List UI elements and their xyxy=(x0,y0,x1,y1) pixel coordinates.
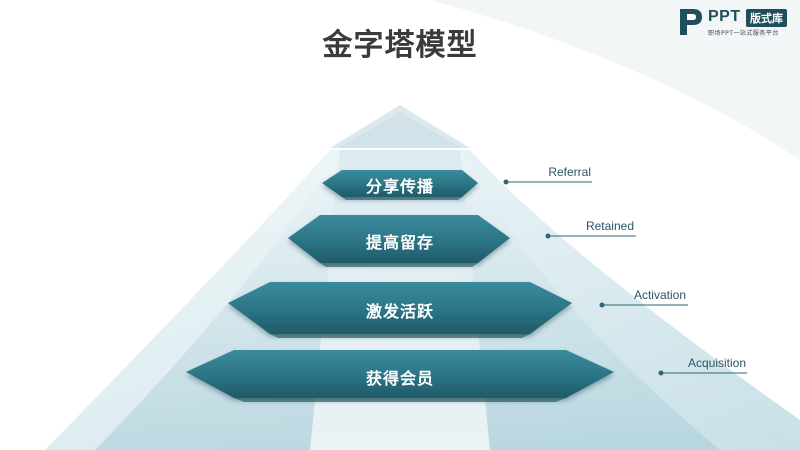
page-title: 金字塔模型 xyxy=(322,28,478,63)
annotation-referral: Referral xyxy=(548,165,591,179)
tier-retained xyxy=(288,215,510,267)
corner-wash xyxy=(430,0,800,160)
logo-brand: PPT xyxy=(708,8,741,25)
annotation-retained-line xyxy=(545,233,636,239)
watermark: tcool.com xyxy=(735,432,778,443)
arrow-head-inner xyxy=(338,112,462,148)
annotation-acquisition: Acquisition xyxy=(687,356,746,370)
tier-label-activation: 激发活跃 xyxy=(365,302,434,321)
annotation-referral-line xyxy=(503,179,592,185)
brand-logo: PPT 版式库 职场PPT一站式服务平台 xyxy=(678,7,796,39)
annotation-acquisition-line xyxy=(658,370,747,376)
tier-referral xyxy=(322,170,478,200)
annotation-retained: Retained xyxy=(585,219,634,233)
logo-p-icon xyxy=(680,9,702,35)
annotation-activation-line xyxy=(599,302,688,308)
tier-acquisition xyxy=(186,350,614,402)
logo-tag: 版式库 xyxy=(746,9,787,27)
annotation-activation: Activation xyxy=(633,288,686,302)
tier-label-acquisition: 获得会员 xyxy=(365,369,434,388)
tier-activation xyxy=(228,282,572,338)
tier-label-retained: 提高留存 xyxy=(365,233,434,252)
tier-label-referral: 分享传播 xyxy=(365,177,434,196)
logo-tagline: 职场PPT一站式服务平台 xyxy=(708,30,779,37)
